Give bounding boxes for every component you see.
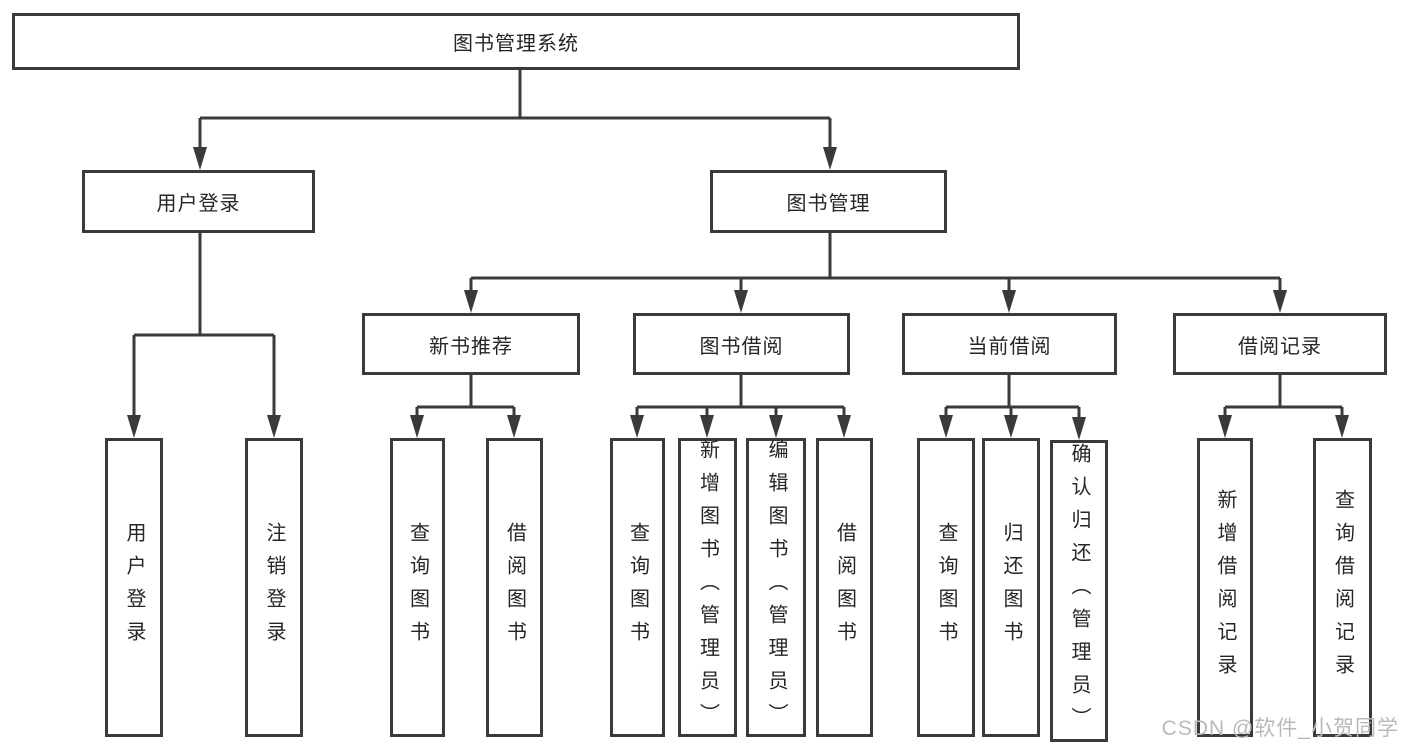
leaf-add-book-admin: 新增图书（管理员） [678, 438, 737, 737]
leaf-user-login-label: 用户登录 [123, 521, 145, 654]
connector-new-book-recommend-children [410, 375, 521, 438]
leaf-query-borrow-record: 查询借阅记录 [1313, 438, 1372, 737]
connector-book-borrowing-children [630, 375, 851, 438]
node-borrowing-records: 借阅记录 [1173, 313, 1387, 375]
leaf-confirm-return-admin: 确认归还（管理员） [1050, 440, 1108, 742]
node-current-borrowing: 当前借阅 [902, 313, 1117, 375]
leaf-add-borrow-record: 新增借阅记录 [1197, 438, 1253, 737]
leaf-query-book-borrowing: 查询图书 [610, 438, 665, 737]
node-current-borrowing-label: 当前借阅 [967, 335, 1052, 358]
connector-root-to-level2 [193, 70, 837, 170]
node-borrowing-records-label: 借阅记录 [1238, 335, 1322, 358]
node-user-login-label: 用户登录 [156, 193, 241, 215]
leaf-user-login: 用户登录 [105, 438, 163, 737]
node-book-borrowing-label: 图书借阅 [699, 335, 784, 358]
leaf-borrow-book-recommend-label: 借阅图书 [503, 521, 526, 654]
leaf-query-book-borrowing-label: 查询图书 [626, 521, 649, 654]
leaf-borrow-book-borrowing-label: 借阅图书 [833, 521, 856, 654]
leaf-edit-book-admin: 编辑图书（管理员） [746, 438, 806, 737]
leaf-borrow-book-borrowing: 借阅图书 [816, 438, 873, 737]
node-user-login: 用户登录 [82, 170, 315, 233]
leaf-query-book-recommend: 查询图书 [390, 438, 445, 737]
node-book-borrowing: 图书借阅 [633, 313, 850, 375]
node-new-book-recommend: 新书推荐 [362, 313, 580, 375]
connector-book-management-children [464, 233, 1287, 313]
leaf-add-borrow-record-label: 新增借阅记录 [1214, 488, 1236, 687]
leaf-query-book-recommend-label: 查询图书 [406, 521, 429, 654]
node-new-book-recommend-label: 新书推荐 [429, 335, 513, 358]
leaf-query-book-current-label: 查询图书 [935, 521, 957, 654]
node-book-management: 图书管理 [710, 170, 947, 233]
leaf-return-book: 归还图书 [982, 438, 1040, 737]
leaf-borrow-book-recommend: 借阅图书 [486, 438, 543, 737]
leaf-query-book-current: 查询图书 [917, 438, 975, 737]
connector-user-login-children [127, 233, 281, 438]
connector-current-borrowing-children [939, 375, 1086, 440]
node-system: 图书管理系统 [12, 13, 1020, 70]
leaf-logout: 注销登录 [245, 438, 303, 737]
node-system-label: 图书管理系统 [453, 33, 579, 55]
connector-borrowing-records-children [1218, 375, 1349, 438]
leaf-query-borrow-record-label: 查询借阅记录 [1331, 488, 1354, 687]
node-book-management-label: 图书管理 [786, 193, 871, 215]
leaf-logout-label: 注销登录 [263, 521, 285, 654]
leaf-add-book-admin-label: 新增图书（管理员） [696, 439, 719, 736]
leaf-confirm-return-admin-label: 确认归还（管理员） [1068, 442, 1090, 740]
leaf-edit-book-admin-label: 编辑图书（管理员） [765, 439, 787, 736]
leaf-return-book-label: 归还图书 [1000, 521, 1022, 654]
csdn-watermark: CSDN @软件_小贺同学 [1161, 717, 1399, 740]
